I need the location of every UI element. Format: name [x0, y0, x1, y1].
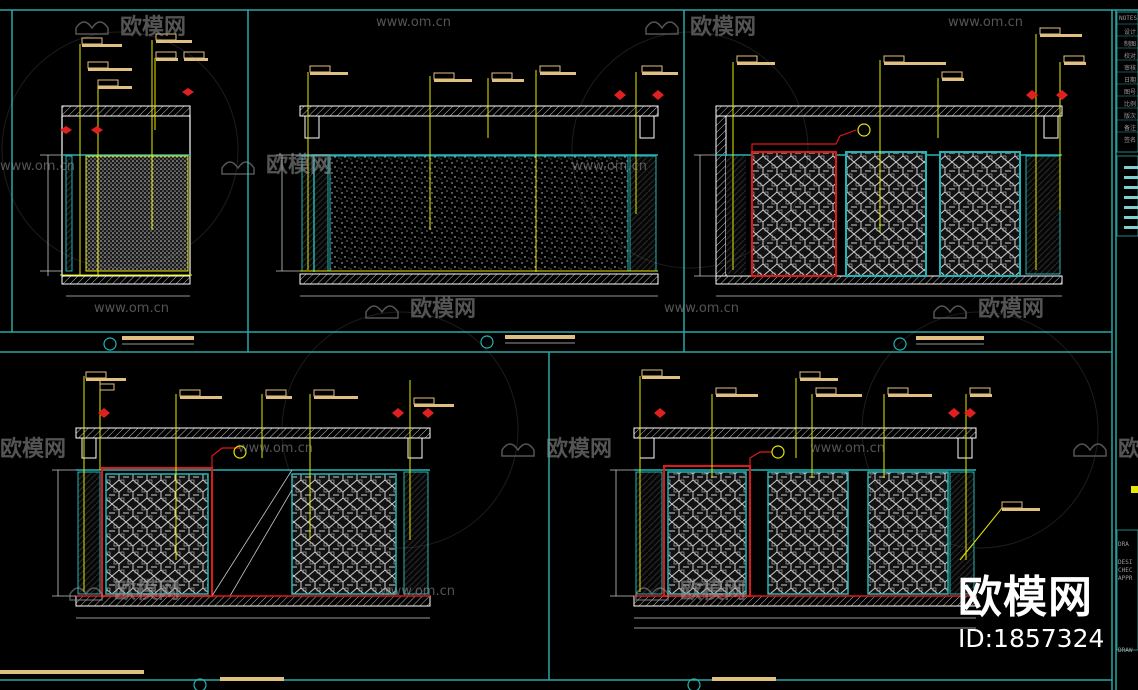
view-title: [687, 677, 776, 690]
title-block-row: 签名: [1124, 136, 1136, 144]
dimension-lines: [40, 154, 190, 297]
elevation-markers: [1026, 90, 1068, 100]
section-marker-icon: [857, 123, 871, 137]
watermark-layer: 欧模网 欧模网 欧模网 欧模网 欧模网 欧模网 欧模网 欧模网 欧模网 欧模网 …: [0, 14, 1138, 604]
watermark-brand: 欧模网: [410, 296, 476, 322]
view-title: [480, 335, 575, 349]
view-title: [893, 336, 984, 351]
mosaic-panel[interactable]: [85, 155, 189, 272]
brand-overlay: 欧模网: [958, 572, 1093, 623]
dimension-lines: [694, 154, 1062, 297]
watermark-url: www.om.cn: [664, 301, 739, 316]
watermark-brand: 欧模网: [114, 578, 180, 604]
title-block-row: 图号: [1124, 89, 1136, 96]
lattice-screen-panel[interactable]: [105, 473, 209, 595]
title-block-row: 比例: [1124, 100, 1136, 108]
title-block-row: 审核: [1124, 64, 1136, 72]
watermark-url: www.om.cn: [380, 584, 455, 599]
material-tags: [81, 33, 208, 89]
title-block-rows: 设计 制图 校对 审核 日期 图号 比例 版次 备注 签名: [1117, 23, 1138, 144]
elevation-markers: [614, 90, 664, 100]
material-tags: [641, 369, 1040, 511]
view-title: [0, 670, 284, 690]
watermark-brand: 欧模网: [690, 14, 756, 40]
watermark-brand: 欧模网: [978, 296, 1044, 322]
lattice-screen-panel[interactable]: [767, 471, 849, 595]
material-tags: [85, 371, 454, 407]
watermark-brand: 欧模网: [1118, 436, 1138, 462]
elevation-markers: [60, 88, 194, 134]
watermark-url: www.om.cn: [810, 441, 885, 456]
watermark-url: www.om.cn: [94, 301, 169, 316]
elevation-view-5[interactable]: [610, 369, 1040, 690]
title-block-lower-label: APPR: [1118, 575, 1133, 582]
dimension-lines: [610, 469, 976, 629]
stone-feature-wall[interactable]: [329, 155, 629, 272]
watermark-url: www.om.cn: [0, 159, 75, 174]
watermark-logo-icon: [69, 21, 1107, 601]
watermark-brand: 欧模网: [266, 152, 332, 178]
lattice-screen-panel[interactable]: [867, 471, 949, 595]
elevation-view-3[interactable]: [694, 27, 1086, 351]
title-block-header: NOTES: [1119, 15, 1137, 22]
model-id-label: ID:1857324: [958, 624, 1105, 653]
lattice-screen-panel[interactable]: [939, 151, 1021, 277]
watermark-brand: 欧模网: [546, 436, 612, 462]
watermark-brand: 欧模网: [120, 14, 186, 40]
view-title: [103, 336, 194, 351]
watermark-url: www.om.cn: [376, 15, 451, 30]
watermark-brand: 欧模网: [680, 578, 746, 604]
title-block-row: 校对: [1124, 52, 1136, 60]
elevation-markers: [654, 408, 976, 418]
title-block-row: 日期: [1124, 76, 1136, 84]
title-block-lower-label: CHEC: [1118, 567, 1133, 574]
sheet-frames: [0, 9, 1138, 690]
title-block-row: 版次: [1124, 112, 1136, 120]
dimension-lines: [52, 469, 430, 619]
elevation-view-1[interactable]: [40, 33, 208, 351]
watermark-url: www.om.cn: [572, 159, 647, 174]
title-block-marker-icon: [1131, 486, 1138, 493]
title-block-lower-label: DESI: [1118, 559, 1133, 566]
lattice-screen-panel[interactable]: [291, 473, 397, 595]
title-block-lower-label: DRA: [1118, 541, 1129, 548]
elevation-view-2[interactable]: [276, 65, 678, 349]
section-marker-icon: [233, 445, 247, 459]
title-block-bars: [1124, 166, 1138, 229]
watermark-brand: 欧模网: [0, 436, 66, 462]
lattice-screen-panel[interactable]: [667, 471, 747, 595]
title-block-row: 制图: [1124, 40, 1136, 48]
material-tags: [309, 65, 678, 82]
elevation-view-4[interactable]: [0, 371, 454, 690]
section-marker-icon: [771, 445, 785, 459]
watermark-url: www.om.cn: [238, 441, 313, 456]
title-block-row: 备注: [1124, 124, 1136, 132]
dimension-lines: [276, 154, 658, 297]
lattice-screen-panel[interactable]: [751, 151, 837, 277]
title-block: NOTES 设计 制图 校对 审核 日期 图号 比例 版次 备注 签名: [1116, 11, 1138, 654]
watermark-url: www.om.cn: [948, 15, 1023, 30]
elevation-markers: [98, 408, 434, 418]
title-block-row: 设计: [1124, 28, 1136, 36]
material-tags: [736, 27, 1086, 81]
title-block-lower-label: DRAW: [1118, 647, 1133, 654]
lattice-screen-panel[interactable]: [845, 151, 927, 277]
